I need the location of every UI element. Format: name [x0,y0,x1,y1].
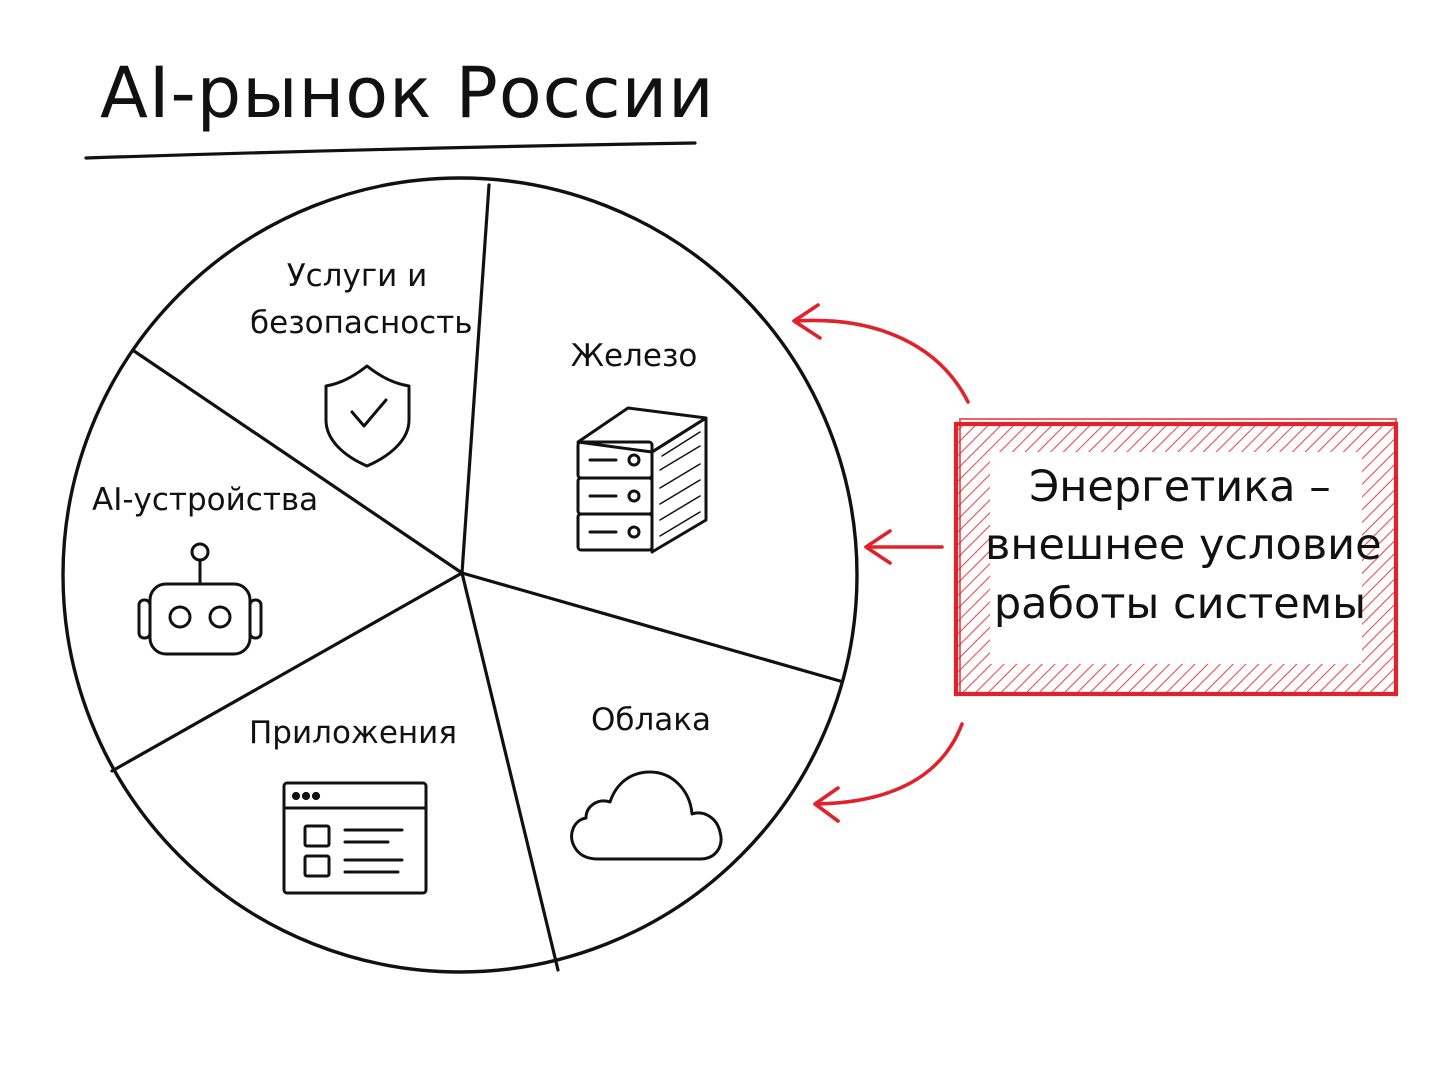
segment-label-hardware: Железо [570,338,698,374]
divider-top [460,183,491,575]
energy-callout-text: Энергетика – внешнее условие работы сист… [985,458,1382,633]
server-rack-icon [576,406,708,554]
diagram-title: AI-рынок России [100,52,715,134]
energy-callout-box [953,418,1399,697]
energy-arrows [792,303,970,823]
divider-bottom [460,571,560,972]
market-pie-outline [61,176,859,974]
app-window-icon [282,781,428,895]
cloud-icon [570,770,723,861]
shield-check-icon [324,364,411,468]
segment-label-services-line2: безопасность [250,304,473,341]
divider-upper-left [132,349,464,575]
pie-dividers [110,183,842,972]
segment-label-services: Услуги и безопасность [250,253,473,346]
arrow-to-clouds-head [813,786,840,823]
segment-label-applications: Приложения [249,715,457,751]
robot-icon [137,542,263,656]
arrow-to-hardware [794,318,970,404]
divider-lower-left [110,571,464,773]
arrow-to-clouds [816,722,964,806]
arrow-to-hardware-head [792,303,822,340]
arrow-to-middle-head [864,529,892,565]
segment-label-ai-devices: AI-устройства [92,482,319,518]
divider-right [460,571,842,683]
callout-line-2: внешнее условие [985,520,1382,571]
title-underline [84,141,697,160]
callout-line-1: Энергетика – [1029,462,1331,512]
segment-label-services-line1: Услуги и [286,258,428,294]
callout-line-3: работы системы [993,578,1367,629]
segment-label-clouds: Облака [590,702,712,738]
